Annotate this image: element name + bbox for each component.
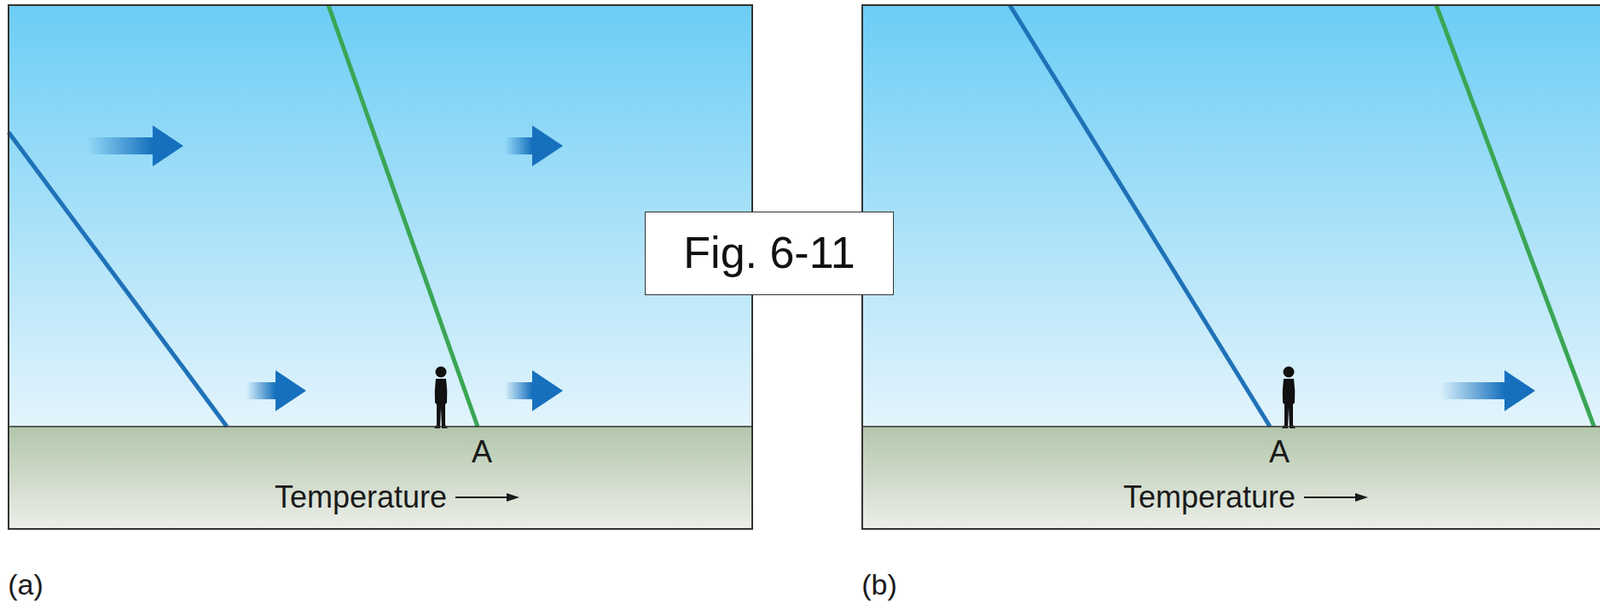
figure-number: Fig. 6-11 (683, 228, 855, 278)
axis-arrow (455, 492, 520, 502)
wind-arrow (1440, 370, 1536, 412)
panel-label: (b) (861, 568, 898, 601)
figure-label-box: Fig. 6-11 (644, 211, 894, 296)
axis-label: Temperature (274, 480, 447, 515)
ground-line (8, 425, 753, 428)
ground (8, 426, 753, 529)
panel-frame (8, 5, 753, 529)
sky (8, 5, 753, 427)
ground-line (862, 425, 1600, 428)
panel-a (8, 5, 753, 529)
panel-frame (862, 5, 1600, 529)
wind-arrow (246, 370, 307, 412)
point-label: A (471, 434, 493, 470)
wind-arrow (504, 125, 563, 167)
green-isotherm (328, 5, 478, 427)
green-isotherm (1436, 5, 1595, 427)
panel-b (862, 5, 1600, 529)
person-silhouette (1281, 366, 1296, 429)
blue-isotherm (8, 132, 227, 427)
wind-arrow (86, 125, 184, 167)
wind-arrow (504, 370, 563, 412)
sky (862, 5, 1600, 427)
ground (862, 426, 1600, 529)
panel-label: (a) (7, 568, 44, 601)
blue-isotherm (1009, 5, 1270, 427)
person-silhouette (434, 366, 448, 429)
axis-arrow (1304, 492, 1369, 502)
point-label: A (1269, 434, 1290, 470)
axis-label: Temperature (1123, 480, 1296, 515)
